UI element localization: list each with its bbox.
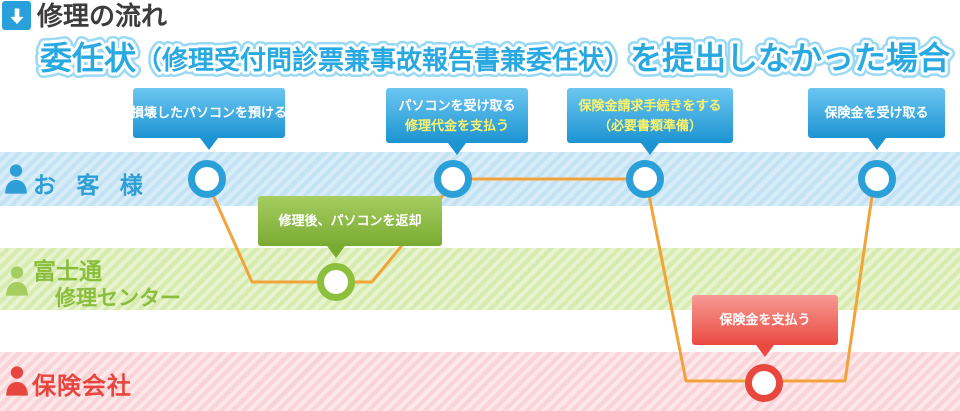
node-pay-insurance <box>745 364 783 402</box>
node-deposit-pc <box>188 160 226 198</box>
person-icon-fujitsu <box>6 266 28 296</box>
person-icon-insurance <box>6 366 28 396</box>
callout-receive-pc-line1: パソコンを受け取る <box>398 98 516 113</box>
node-receive-pc <box>434 160 472 198</box>
lane-label-fujitsu-line1: 富士通 <box>33 258 102 284</box>
callout-deposit-pc: 損壊したパソコンを預ける <box>131 88 288 150</box>
subtitle-text: 委任状（修理受付問診票兼事故報告書兼委任状）を提出しなかった場合 <box>40 40 950 76</box>
node-claim-procedure <box>626 160 664 198</box>
callout-receive-insurance-text: 保険金を受け取る <box>824 105 929 121</box>
callout-claim-line2: （必要書類準備） <box>597 117 702 133</box>
page-title: 修理の流れ <box>37 1 168 31</box>
person-icon-customer <box>5 164 27 194</box>
callout-receive-insurance: 保険金を受け取る <box>808 88 945 150</box>
callout-receive-pc-line2: 修理代金を支払う <box>404 117 509 133</box>
callout-pay-insurance-text: 保険金を支払う <box>719 312 811 328</box>
callout-claim-line1: 保険金請求手続きをする <box>578 98 722 113</box>
callout-receive-pc: パソコンを受け取る 修理代金を支払う <box>386 88 528 155</box>
node-return-pc <box>317 263 355 301</box>
callout-claim-procedure: 保険金請求手続きをする （必要書類準備） <box>567 88 733 155</box>
down-arrow-icon <box>2 1 31 30</box>
callout-pay-insurance: 保険金を支払う <box>692 295 838 357</box>
subtitle-outline-layer: 委任状（修理受付問診票兼事故報告書兼委任状）を提出しなかった場合 <box>40 40 950 76</box>
callout-return-pc: 修理後、パソコンを返却 <box>258 196 442 258</box>
lane-label-insurance: 保険会社 <box>32 373 132 400</box>
down-arrow-glyph <box>9 8 24 24</box>
lane-label-customer: お 客 様 <box>33 172 150 198</box>
lane-label-fujitsu-line2: 修理センター <box>55 287 181 310</box>
node-receive-insurance <box>858 160 896 198</box>
page-subtitle: 委任状（修理受付問診票兼事故報告書兼委任状）を提出しなかった場合 委任状（修理受… <box>35 35 956 82</box>
callout-return-pc-text: 修理後、パソコンを返却 <box>278 213 422 229</box>
callout-deposit-pc-text: 損壊したパソコンを預ける <box>131 105 288 121</box>
